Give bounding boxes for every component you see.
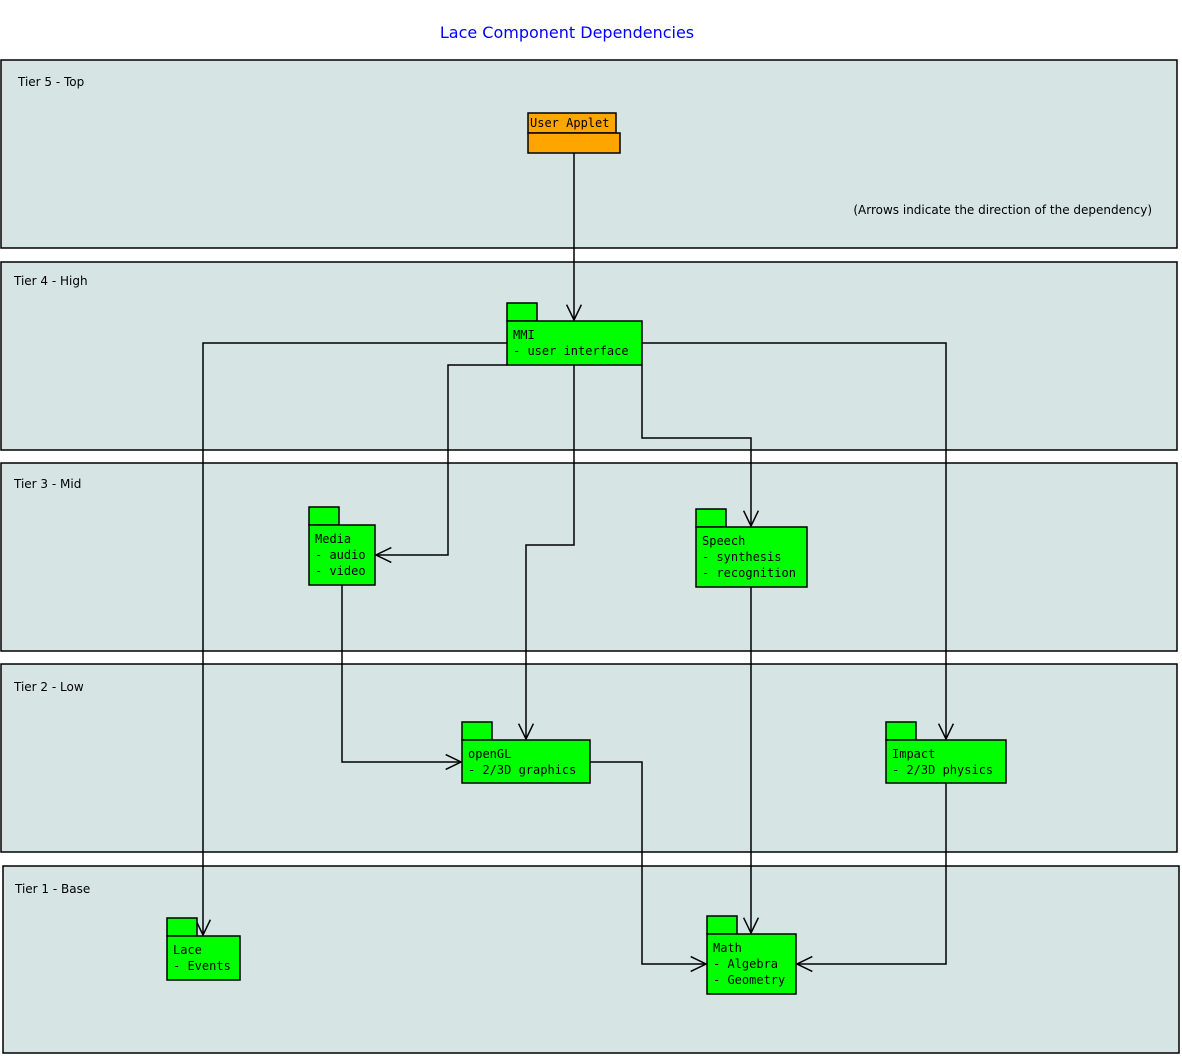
arrowhead-icon bbox=[517, 723, 535, 741]
package-body bbox=[506, 320, 643, 366]
tier-rect bbox=[0, 462, 1178, 652]
package-name: Impact bbox=[892, 747, 935, 761]
dependency-user-applet-to-mmi bbox=[565, 153, 583, 322]
package-opengl[interactable]: openGL - 2/3D graphics bbox=[461, 721, 591, 784]
arrowhead-icon bbox=[937, 723, 955, 741]
diagram-title: Lace Component Dependencies bbox=[440, 23, 694, 42]
direction-note: (Arrows indicate the direction of the de… bbox=[853, 203, 1152, 217]
tier-label: Tier 5 - Top bbox=[17, 75, 84, 89]
package-name: Lace bbox=[173, 943, 202, 957]
package-math[interactable]: Math - Algebra - Geometry bbox=[706, 915, 797, 995]
tier-label: Tier 1 - Base bbox=[14, 882, 90, 896]
package-feature: - Geometry bbox=[713, 973, 785, 987]
package-feature: - recognition bbox=[702, 566, 796, 580]
package-impact[interactable]: Impact - 2/3D physics bbox=[885, 721, 1007, 784]
dependency-line bbox=[525, 365, 575, 739]
package-feature: - user interface bbox=[513, 344, 629, 358]
package-name: Math bbox=[713, 941, 742, 955]
package-tab bbox=[166, 917, 198, 937]
package-body bbox=[885, 739, 1007, 784]
dependency-media-to-opengl bbox=[341, 585, 463, 771]
package-name: User Applet bbox=[530, 116, 609, 130]
dependency-line bbox=[376, 364, 507, 556]
package-body bbox=[527, 132, 621, 154]
package-lace[interactable]: Lace - Events bbox=[166, 917, 241, 981]
tier-label: Tier 2 - Low bbox=[13, 680, 84, 694]
dependency-mmi-to-lace bbox=[194, 342, 507, 937]
package-body bbox=[706, 933, 797, 995]
dependency-opengl-to-math bbox=[590, 761, 708, 973]
arrowhead-icon bbox=[445, 753, 463, 771]
arrowhead-icon bbox=[690, 955, 708, 973]
dependency-mmi-to-speech bbox=[641, 365, 760, 528]
tier-band: Tier 5 - Top bbox=[0, 59, 1178, 249]
package-mmi[interactable]: MMI - user interface bbox=[506, 302, 643, 366]
arrowhead-icon bbox=[742, 917, 760, 935]
package-tab bbox=[885, 721, 917, 741]
package-body bbox=[166, 935, 241, 981]
package-user-applet[interactable]: User Applet bbox=[527, 112, 621, 154]
package-name: MMI bbox=[513, 328, 535, 342]
arrowhead-icon bbox=[194, 919, 212, 937]
dependency-speech-to-math bbox=[742, 587, 760, 935]
package-body bbox=[695, 526, 808, 588]
package-name: Media bbox=[315, 532, 351, 546]
dependency-line bbox=[642, 342, 947, 739]
arrowhead-icon bbox=[374, 546, 392, 564]
dependency-line bbox=[590, 761, 706, 965]
package-body bbox=[308, 524, 376, 586]
package-name: Speech bbox=[702, 534, 745, 548]
dependency-line bbox=[341, 585, 461, 763]
dependency-line bbox=[797, 783, 947, 965]
dependency-mmi-to-impact bbox=[642, 342, 955, 741]
package-tab bbox=[506, 302, 538, 322]
package-feature: - 2/3D graphics bbox=[468, 763, 576, 777]
package-tab bbox=[461, 721, 493, 741]
package-feature: - audio bbox=[315, 548, 366, 562]
package-tab bbox=[706, 915, 738, 935]
dependency-line bbox=[202, 342, 507, 935]
package-feature: - 2/3D physics bbox=[892, 763, 993, 777]
package-feature: - synthesis bbox=[702, 550, 781, 564]
package-media[interactable]: Media - audio - video bbox=[308, 506, 376, 586]
package-tab bbox=[308, 506, 340, 526]
arrowhead-icon bbox=[742, 510, 760, 528]
package-feature: - video bbox=[315, 564, 366, 578]
dependency-mmi-to-opengl bbox=[517, 365, 575, 741]
package-feature: - Algebra bbox=[713, 957, 778, 971]
tier-label: Tier 4 - High bbox=[13, 274, 88, 288]
package-tab bbox=[695, 508, 727, 528]
package-name: openGL bbox=[468, 747, 511, 761]
dependency-impact-to-math bbox=[795, 783, 947, 973]
package-feature: - Events bbox=[173, 959, 231, 973]
tier-band: Tier 3 - Mid bbox=[0, 462, 1178, 652]
tier-rect bbox=[0, 59, 1178, 249]
tier-label: Tier 3 - Mid bbox=[13, 477, 81, 491]
package-body bbox=[461, 739, 591, 784]
dependency-line bbox=[641, 365, 752, 526]
package-speech[interactable]: Speech - synthesis - recognition bbox=[695, 508, 808, 588]
arrowhead-icon bbox=[565, 304, 583, 322]
arrowhead-icon bbox=[795, 955, 813, 973]
dependency-mmi-to-media bbox=[374, 364, 507, 564]
